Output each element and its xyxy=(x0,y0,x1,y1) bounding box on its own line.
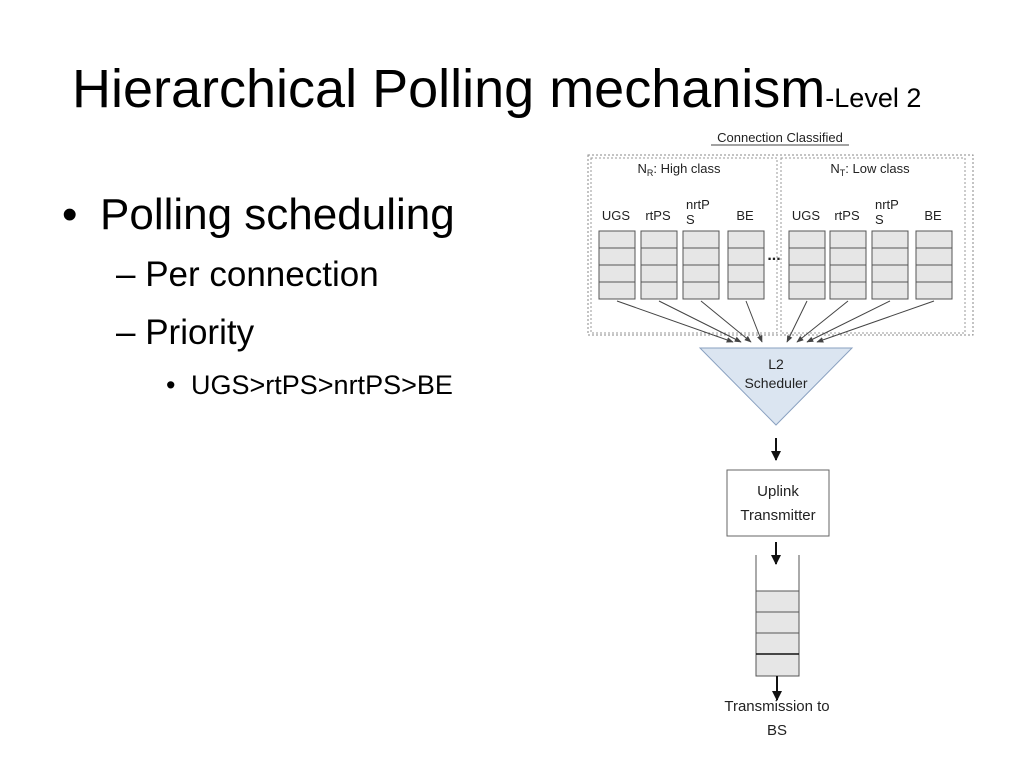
connection-classified-label: Connection Classified xyxy=(717,130,843,145)
high-class-box xyxy=(590,157,778,334)
low-class-queues: UGS rtPS nrtP S BE xyxy=(788,197,953,300)
title-suffix: -Level 2 xyxy=(825,83,922,113)
transmitter-label-line2: Transmitter xyxy=(740,507,815,524)
low-class-subscript: T xyxy=(840,168,846,178)
queue-label: UGS xyxy=(602,208,631,223)
queue-label-wrap: S xyxy=(686,212,695,227)
low-class-symbol: N xyxy=(830,161,839,176)
bullet-priority-order: • UGS>rtPS>nrtPS>BE xyxy=(166,370,453,401)
bullet-dot-icon: • xyxy=(62,190,78,239)
queue-rtps-low: rtPS xyxy=(829,208,867,300)
queue-to-scheduler-arrows xyxy=(616,300,935,343)
high-class-text: : High class xyxy=(653,161,721,176)
queue-label: BE xyxy=(924,208,942,223)
scheduler-label-line2: Scheduler xyxy=(744,375,807,391)
high-class-subscript: R xyxy=(647,168,654,178)
queue-label-wrap: S xyxy=(875,212,884,227)
low-class-text: : Low class xyxy=(845,161,910,176)
queue-be-low: BE xyxy=(915,208,953,300)
queue-label: nrtP xyxy=(686,197,710,212)
bullet-dot-icon: • xyxy=(166,370,176,400)
output-queue xyxy=(755,555,800,677)
queue-label: nrtP xyxy=(875,197,899,212)
queue-label: BE xyxy=(736,208,754,223)
queue-label: UGS xyxy=(792,208,821,223)
queue-rtps-high: rtPS xyxy=(640,208,678,300)
title-main: Hierarchical Polling mechanism xyxy=(72,59,826,119)
classifier-outer-box xyxy=(587,154,974,336)
transmission-label-line2: BS xyxy=(767,722,787,739)
low-class-box xyxy=(780,157,966,334)
high-class-queues: UGS rtPS nrtP S BE xyxy=(598,197,765,300)
transmitter-label-line1: Uplink xyxy=(757,483,799,500)
bullet-text: Polling scheduling xyxy=(100,190,455,239)
queue-nrtps-high: nrtP S xyxy=(682,197,720,300)
queue-ugs-high: UGS xyxy=(598,208,636,300)
transmission-label-line1: Transmission to xyxy=(724,698,829,715)
queue-label: rtPS xyxy=(834,208,860,223)
queue-ugs-low: UGS xyxy=(788,208,826,300)
l2-scheduler-triangle xyxy=(698,347,854,426)
high-class-label: NR: High class xyxy=(637,161,721,178)
bullet-text: UGS>rtPS>nrtPS>BE xyxy=(191,370,453,400)
queue-label: rtPS xyxy=(645,208,671,223)
queue-nrtps-low: nrtP S xyxy=(871,197,909,300)
slide-title: Hierarchical Polling mechanism-Level 2 xyxy=(72,62,921,116)
high-class-symbol: N xyxy=(637,161,646,176)
queue-be-high: BE xyxy=(727,208,765,300)
ellipsis-label: ... xyxy=(767,247,780,264)
low-class-label: NT: Low class xyxy=(830,161,910,178)
scheduler-label-line1: L2 xyxy=(768,356,784,372)
bullet-priority: – Priority xyxy=(116,313,255,352)
uplink-transmitter-box xyxy=(726,469,830,537)
bullet-polling-scheduling: • Polling scheduling xyxy=(62,190,455,240)
bullet-per-connection: – Per connection xyxy=(116,255,379,294)
